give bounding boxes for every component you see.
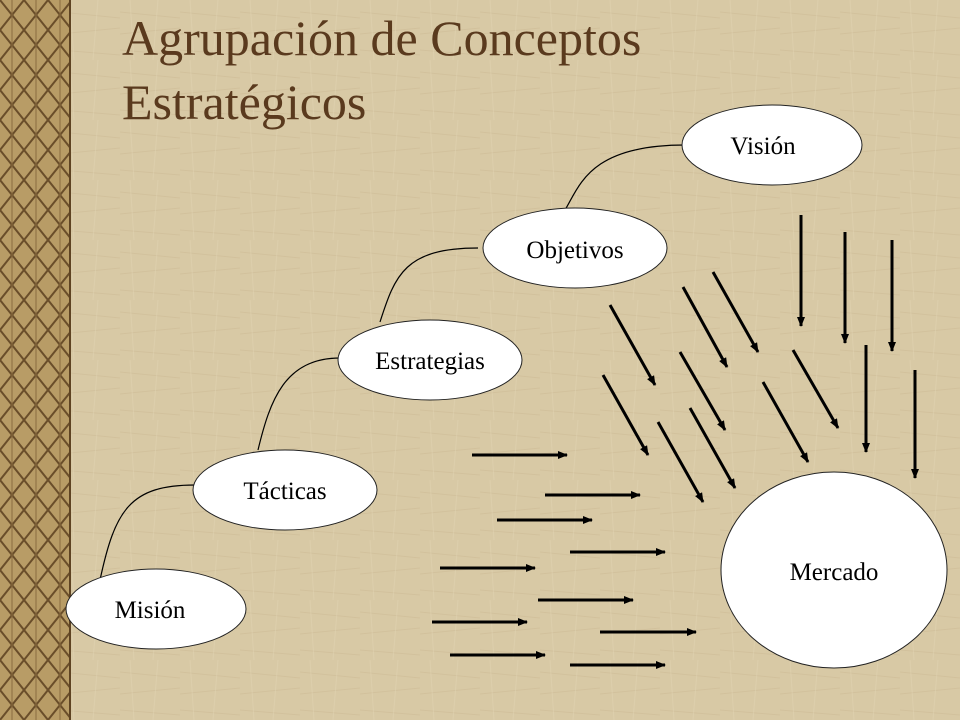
node-mercado: Mercado bbox=[720, 471, 948, 669]
node-objetivos-label: Objetivos bbox=[526, 237, 623, 264]
arrows-group bbox=[432, 215, 919, 669]
arrow bbox=[791, 349, 840, 429]
node-objetivos: Objetivos bbox=[482, 207, 668, 289]
slide-title: Agrupación de Conceptos Estratégicos bbox=[122, 6, 922, 134]
arrow bbox=[711, 271, 760, 353]
arrow bbox=[656, 421, 705, 503]
node-mercado-label: Mercado bbox=[790, 559, 879, 586]
connector-objetivos-vision bbox=[564, 144, 686, 211]
decorative-left-strip bbox=[0, 0, 70, 720]
connector-lines bbox=[99, 144, 686, 581]
arrow bbox=[678, 351, 727, 431]
node-vision: Visión bbox=[681, 104, 863, 186]
node-tacticas: Tácticas bbox=[192, 449, 378, 531]
node-estrategias: Estrategias bbox=[337, 319, 523, 401]
connector-tacticas-estrategias bbox=[257, 357, 341, 451]
arrow bbox=[761, 381, 810, 463]
arrow bbox=[688, 407, 737, 489]
arrow bbox=[608, 304, 657, 386]
node-vision-label: Visión bbox=[730, 133, 796, 160]
node-mision: Misión bbox=[65, 568, 247, 650]
node-estrategias-label: Estrategias bbox=[375, 348, 485, 375]
node-tacticas-label: Tácticas bbox=[243, 478, 326, 505]
slide-title-line2: Estratégicos bbox=[122, 74, 367, 130]
connector-mision-tacticas bbox=[99, 484, 196, 581]
node-mision-label: Misión bbox=[115, 597, 186, 624]
arrow bbox=[601, 374, 650, 456]
arrow bbox=[681, 286, 729, 368]
connector-estrategias-objetivos bbox=[379, 247, 479, 323]
slide-title-line1: Agrupación de Conceptos bbox=[122, 10, 642, 66]
